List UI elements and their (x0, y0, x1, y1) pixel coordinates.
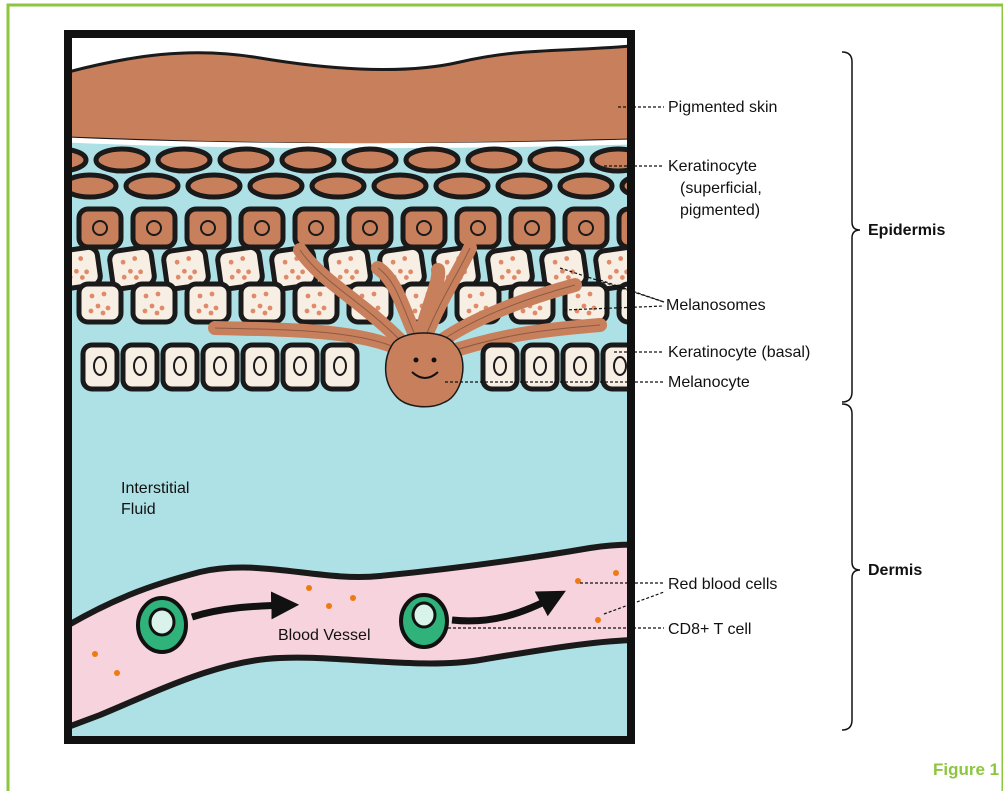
red-blood-cell (350, 595, 356, 601)
dermis-label: Dermis (868, 562, 922, 579)
superficial-keratinocyte (592, 149, 644, 171)
keratinocyte-cell (241, 209, 283, 247)
basal-keratinocyte (163, 345, 197, 389)
keratinocyte-cell (349, 209, 391, 247)
superficial-keratinocyte (560, 175, 612, 197)
keratinocyte-cell (565, 209, 607, 247)
keratinocyte-superficial-label-2: (superficial, (680, 180, 762, 197)
keratinocyte-cell (511, 209, 553, 247)
basal-keratinocyte (283, 345, 317, 389)
red-blood-cell (326, 603, 332, 609)
superficial-keratinocyte (530, 149, 582, 171)
superficial-keratinocyte (250, 175, 302, 197)
epidermis-label: Epidermis (868, 222, 945, 239)
basal-keratinocyte (83, 345, 117, 389)
keratinocyte-cell (457, 209, 499, 247)
superficial-keratinocyte (34, 149, 86, 171)
red-blood-cells-label: Red blood cells (668, 576, 777, 593)
blood-vessel-label: Blood Vessel (278, 627, 371, 644)
interstitial-fluid-label-2: Fluid (121, 501, 156, 518)
superficial-keratinocyte (436, 175, 488, 197)
red-blood-cell (613, 570, 619, 576)
keratinocyte-cell (187, 284, 229, 322)
basal-keratinocyte (203, 345, 237, 389)
dermis-bracket: Dermis (842, 404, 922, 730)
keratinocyte-cell (79, 284, 121, 322)
superficial-keratinocyte (374, 175, 426, 197)
superficial-keratinocyte (344, 149, 396, 171)
illustration-panel: Interstitial Fluid Blood Vessel (34, 34, 674, 740)
epidermis-bracket: Epidermis (842, 52, 945, 402)
basal-keratinocyte (243, 345, 277, 389)
keratinocyte-cell (187, 209, 229, 247)
keratinocyte-cell (619, 284, 661, 322)
figure-caption: Figure 1 (933, 760, 999, 779)
superficial-keratinocyte (126, 175, 178, 197)
keratinocyte-cell (241, 284, 283, 322)
t-cell-right (401, 595, 447, 647)
superficial-keratinocyte (312, 175, 364, 197)
keratinocyte-cell (403, 209, 445, 247)
basal-keratinocyte (123, 345, 157, 389)
keratinocyte-cell (133, 209, 175, 247)
keratinocyte-superficial-label-1: Keratinocyte (668, 158, 757, 175)
keratinocyte-cell (79, 209, 121, 247)
keratinocyte-cell (133, 284, 175, 322)
cd8-t-cell-label: CD8+ T cell (668, 621, 751, 638)
melanocyte-label: Melanocyte (668, 374, 750, 391)
superficial-keratinocyte (220, 149, 272, 171)
keratinocyte-superficial-label-3: pigmented) (680, 202, 760, 219)
red-blood-cell (306, 585, 312, 591)
interstitial-fluid-label-1: Interstitial (121, 480, 189, 497)
red-blood-cell (114, 670, 120, 676)
melanosomes-label: Melanosomes (666, 297, 766, 314)
superficial-keratinocyte (282, 149, 334, 171)
red-blood-cell (92, 651, 98, 657)
superficial-keratinocyte (406, 149, 458, 171)
superficial-keratinocyte (188, 175, 240, 197)
superficial-keratinocyte (158, 149, 210, 171)
keratinocyte-basal-label: Keratinocyte (basal) (668, 344, 810, 361)
red-blood-cell (595, 617, 601, 623)
superficial-keratinocyte (96, 149, 148, 171)
superficial-keratinocyte (498, 175, 550, 197)
basal-keratinocyte (323, 345, 357, 389)
superficial-keratinocyte (468, 149, 520, 171)
keratinocyte-cell (619, 209, 661, 247)
keratinocyte-cell (295, 209, 337, 247)
t-cell-left (138, 598, 186, 652)
pigmented-skin-label: Pigmented skin (668, 99, 777, 116)
